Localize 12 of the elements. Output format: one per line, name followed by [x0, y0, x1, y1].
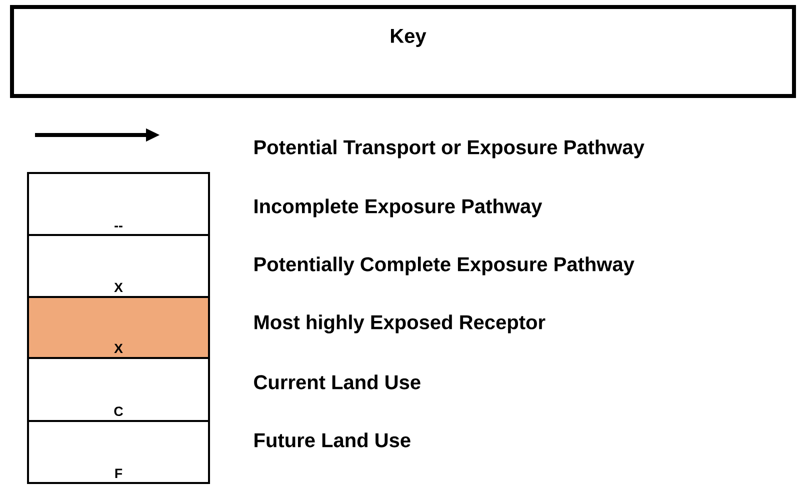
legend-text: Current Land Use: [254, 374, 420, 390]
legend-text: Potentially Complete Exposure Pathway: [254, 256, 634, 276]
symbol-cell: X: [27, 234, 210, 298]
legend-text: Incomplete Exposure Pathway: [254, 198, 542, 218]
legend-text: Potential Transport or Exposure Pathway: [254, 140, 644, 158]
symbol-cell: --: [27, 172, 210, 236]
legend-text: Most highly Exposed Receptor: [254, 314, 546, 334]
symbol-cell: X: [27, 296, 210, 359]
symbol-cell: C: [27, 357, 210, 422]
key-box: Key: [10, 5, 796, 98]
symbol-cell: F: [27, 420, 210, 484]
legend-text: Future Land Use: [254, 432, 410, 448]
